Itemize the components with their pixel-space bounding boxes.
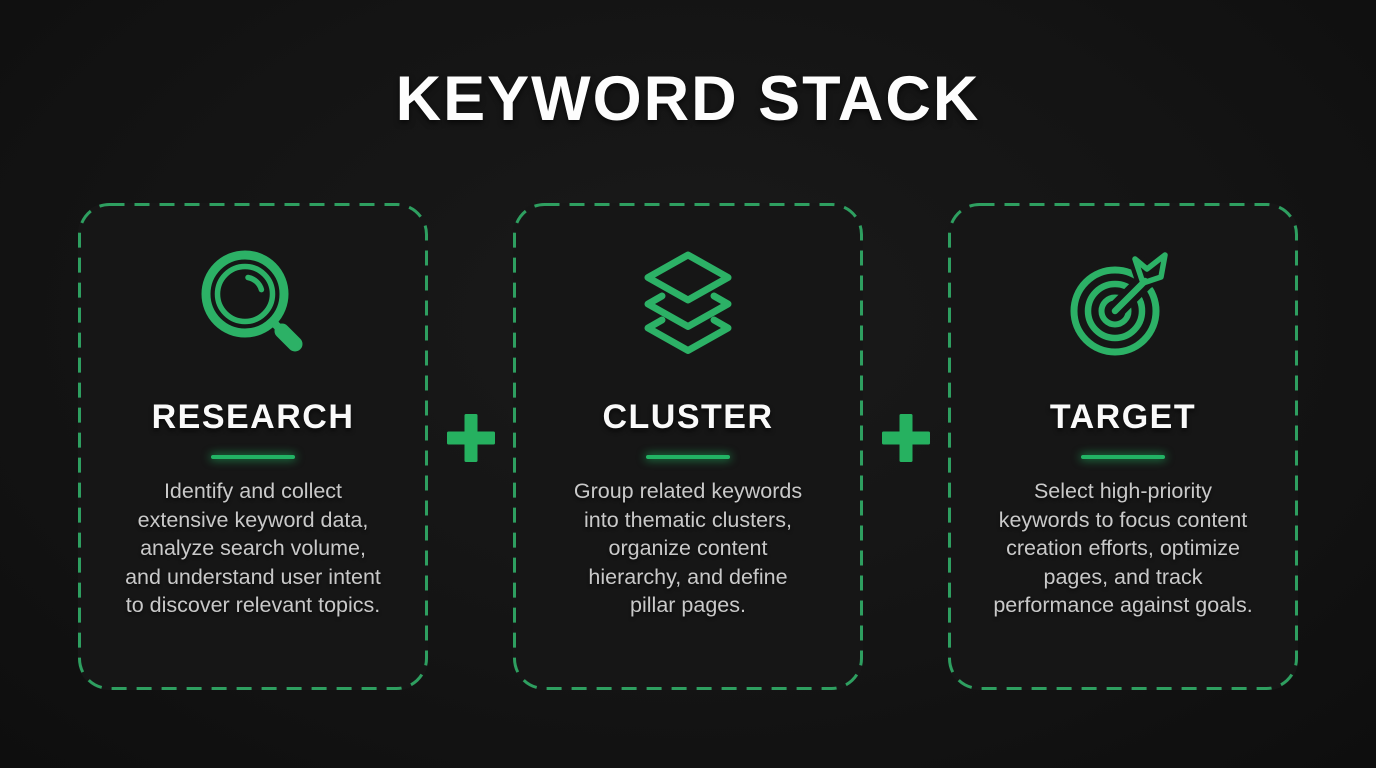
target-arrow-icon: [948, 245, 1298, 369]
card-description: Identify and collect extensive keyword d…: [125, 479, 381, 617]
accent-underline: [211, 455, 295, 459]
card-cluster: CLUSTER Group related keywords into them…: [513, 203, 863, 690]
search-icon: [78, 245, 428, 369]
card-description: Select high-priority keywords to focus c…: [993, 479, 1253, 617]
card-title: TARGET: [1049, 398, 1197, 436]
accent-underline: [646, 455, 730, 459]
card-research: RESEARCH Identify and collect extensive …: [78, 203, 428, 690]
accent-underline: [1081, 455, 1165, 459]
page-title: KEYWORD STACK: [395, 64, 981, 134]
card-target: TARGET Select high-priority keywords to …: [948, 203, 1298, 690]
plus-icon: [879, 411, 933, 465]
plus-icon: [444, 411, 498, 465]
card-title: CLUSTER: [602, 398, 774, 436]
card-description: Group related keywords into thematic clu…: [573, 479, 803, 617]
card-title: RESEARCH: [151, 398, 355, 436]
cards-row: RESEARCH Identify and collect extensive …: [78, 203, 1298, 690]
separator-column: [863, 203, 948, 690]
layers-icon: [513, 245, 863, 369]
separator-column: [428, 203, 513, 690]
